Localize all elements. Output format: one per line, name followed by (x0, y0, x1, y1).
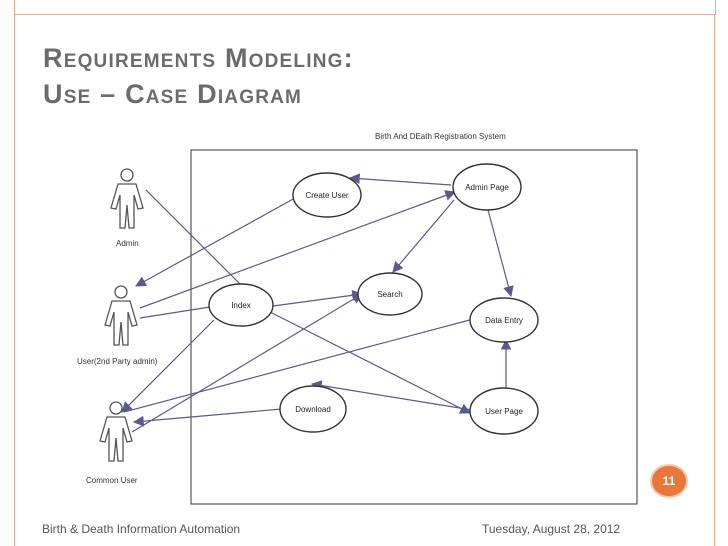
use-case-download-label: Download (295, 405, 331, 414)
link-admin-page-data-entry (487, 209, 514, 298)
slide-title: Requirements Modeling: Use – Case Diagra… (43, 40, 683, 112)
footer-left-text: Birth & Death Information Automation (42, 522, 241, 536)
actor-party-admin (104, 285, 138, 346)
slide-title-line-2: Use – Case Diagram (43, 79, 303, 109)
link-index-search (272, 289, 364, 307)
link-common-user-search (131, 293, 363, 433)
footer-date: Tuesday, August 28, 2012 (482, 522, 621, 536)
page-number-badge: 11 (652, 466, 686, 496)
actor-party-admin-label: User(2nd Party admin) (77, 357, 158, 366)
system-name-label: Birth And DEath Registration System (375, 132, 506, 141)
link-create-user-party-admin (135, 197, 296, 287)
use-case-user-page-label: User Page (485, 407, 523, 416)
actor-admin-label: Admin (116, 239, 139, 248)
link-admin-page-search (392, 199, 455, 273)
use-case-search-label: Search (377, 290, 402, 299)
link-party-admin-index (139, 306, 211, 319)
slide-frame-left (14, 14, 15, 546)
link-index-common-user (121, 319, 215, 413)
use-case-admin-page (452, 163, 522, 211)
actor-admin (110, 168, 144, 229)
use-case-admin-page-label: Admin Page (465, 183, 509, 192)
system-boundary (190, 149, 638, 505)
use-case-search (357, 272, 423, 316)
slide-title-line-1: Requirements Modeling: (43, 43, 354, 73)
link-user-page-download (310, 380, 473, 411)
use-case-download (279, 385, 347, 433)
link-admin-page-create-user (348, 173, 452, 186)
link-common-user-data-entry (123, 317, 478, 413)
use-case-create-user-label: Create User (305, 191, 348, 200)
link-admin-index (145, 189, 241, 285)
link-party-admin-admin-page (139, 190, 457, 309)
slide-frame-right (714, 14, 715, 546)
use-case-user-page (469, 387, 539, 435)
use-case-data-entry-label: Data Entry (485, 316, 523, 325)
use-case-index-label: Index (231, 301, 251, 310)
use-case-create-user (292, 172, 362, 218)
slide-frame-top (14, 0, 716, 15)
actor-common-user-label: Common User (86, 476, 138, 485)
use-case-index (208, 283, 274, 327)
use-case-data-entry (469, 297, 539, 343)
link-download-common-user (132, 408, 283, 427)
associations (121, 173, 514, 433)
